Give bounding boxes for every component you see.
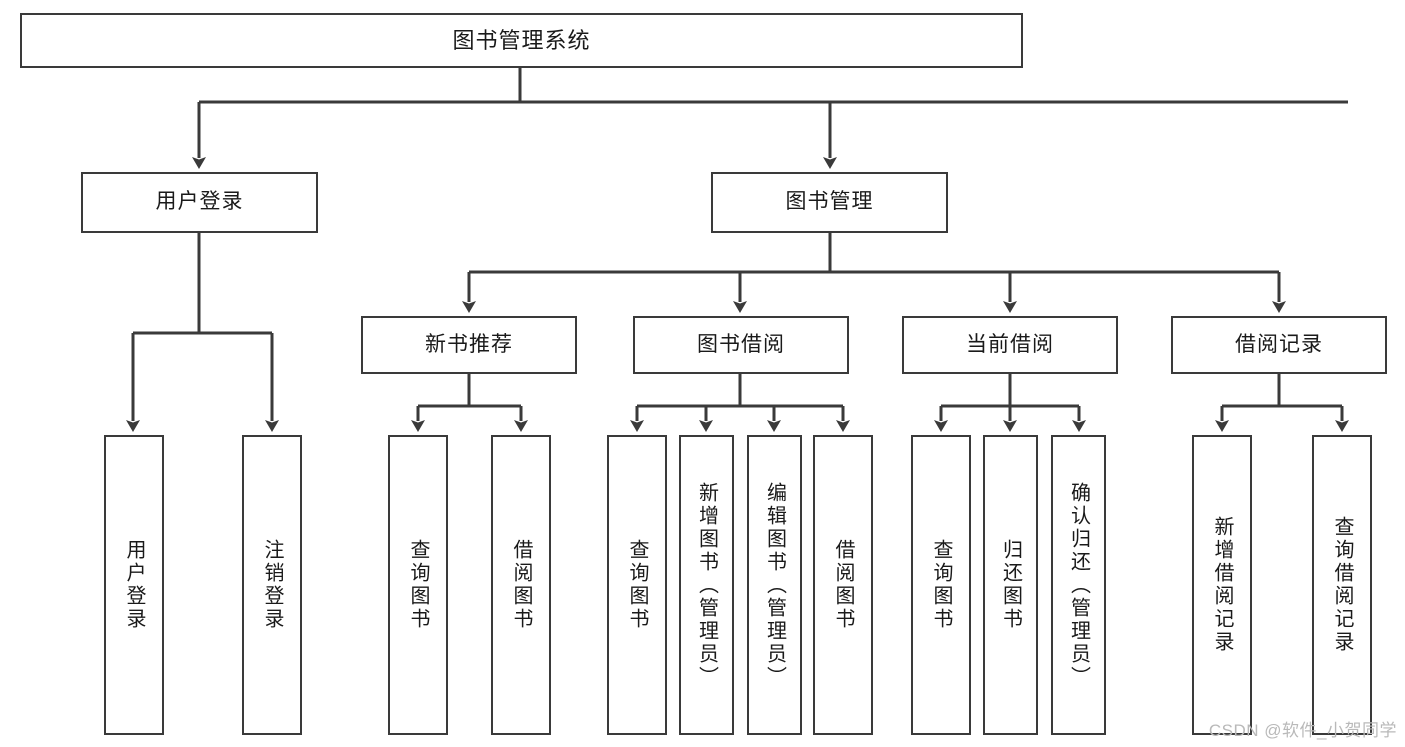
node-label: 当前借阅 (966, 332, 1054, 356)
node-current-borrow[interactable]: 当前借阅 (902, 316, 1118, 374)
node-leaf-borrow-book[interactable]: 借阅图书 (813, 435, 873, 735)
node-label: 图书管理 (785, 190, 874, 214)
node-new-book-recommend[interactable]: 新书推荐 (361, 316, 577, 374)
node-label: 编辑图书（管理员） (763, 481, 786, 689)
node-label: 用户登录 (155, 190, 244, 214)
node-leaf-user-login[interactable]: 用户登录 (104, 435, 164, 735)
node-leaf-query-book-borrow[interactable]: 查询图书 (607, 435, 667, 735)
node-leaf-borrow-book-recommend[interactable]: 借阅图书 (491, 435, 551, 735)
node-label: 借阅记录 (1235, 332, 1323, 356)
node-label: 确认归还（管理员） (1067, 481, 1090, 689)
node-leaf-return-book[interactable]: 归还图书 (983, 435, 1038, 735)
node-label: 查询图书 (407, 539, 429, 631)
node-label: 用户登录 (123, 539, 145, 631)
node-label: 归还图书 (999, 539, 1022, 631)
node-label: 注销登录 (261, 539, 283, 631)
node-user-login[interactable]: 用户登录 (81, 172, 318, 233)
node-leaf-query-book-recommend[interactable]: 查询图书 (388, 435, 448, 735)
node-label: 借阅图书 (832, 539, 854, 631)
watermark: CSDN @软件_小贺同学 (1208, 721, 1397, 740)
node-label: 图书管理系统 (452, 27, 591, 53)
node-label: 查询借阅记录 (1331, 516, 1353, 654)
node-leaf-query-book-current[interactable]: 查询图书 (911, 435, 971, 735)
node-leaf-edit-book-admin[interactable]: 编辑图书（管理员） (747, 435, 802, 735)
node-label: 借阅图书 (510, 539, 532, 631)
node-book-management[interactable]: 图书管理 (711, 172, 948, 233)
node-leaf-logout[interactable]: 注销登录 (242, 435, 302, 735)
node-leaf-add-borrow-record[interactable]: 新增借阅记录 (1192, 435, 1252, 735)
node-label: 查询图书 (930, 539, 952, 631)
node-leaf-confirm-return-admin[interactable]: 确认归还（管理员） (1051, 435, 1106, 735)
node-root-system[interactable]: 图书管理系统 (20, 13, 1023, 68)
node-book-borrow[interactable]: 图书借阅 (633, 316, 849, 374)
node-label: 新增借阅记录 (1211, 516, 1233, 654)
node-label: 新书推荐 (425, 332, 513, 356)
node-leaf-add-book-admin[interactable]: 新增图书（管理员） (679, 435, 734, 735)
node-label: 新增图书（管理员） (695, 481, 718, 689)
node-label: 查询图书 (626, 539, 648, 631)
node-borrow-record[interactable]: 借阅记录 (1171, 316, 1387, 374)
node-label: 图书借阅 (697, 332, 785, 356)
node-leaf-query-borrow-record[interactable]: 查询借阅记录 (1312, 435, 1372, 735)
